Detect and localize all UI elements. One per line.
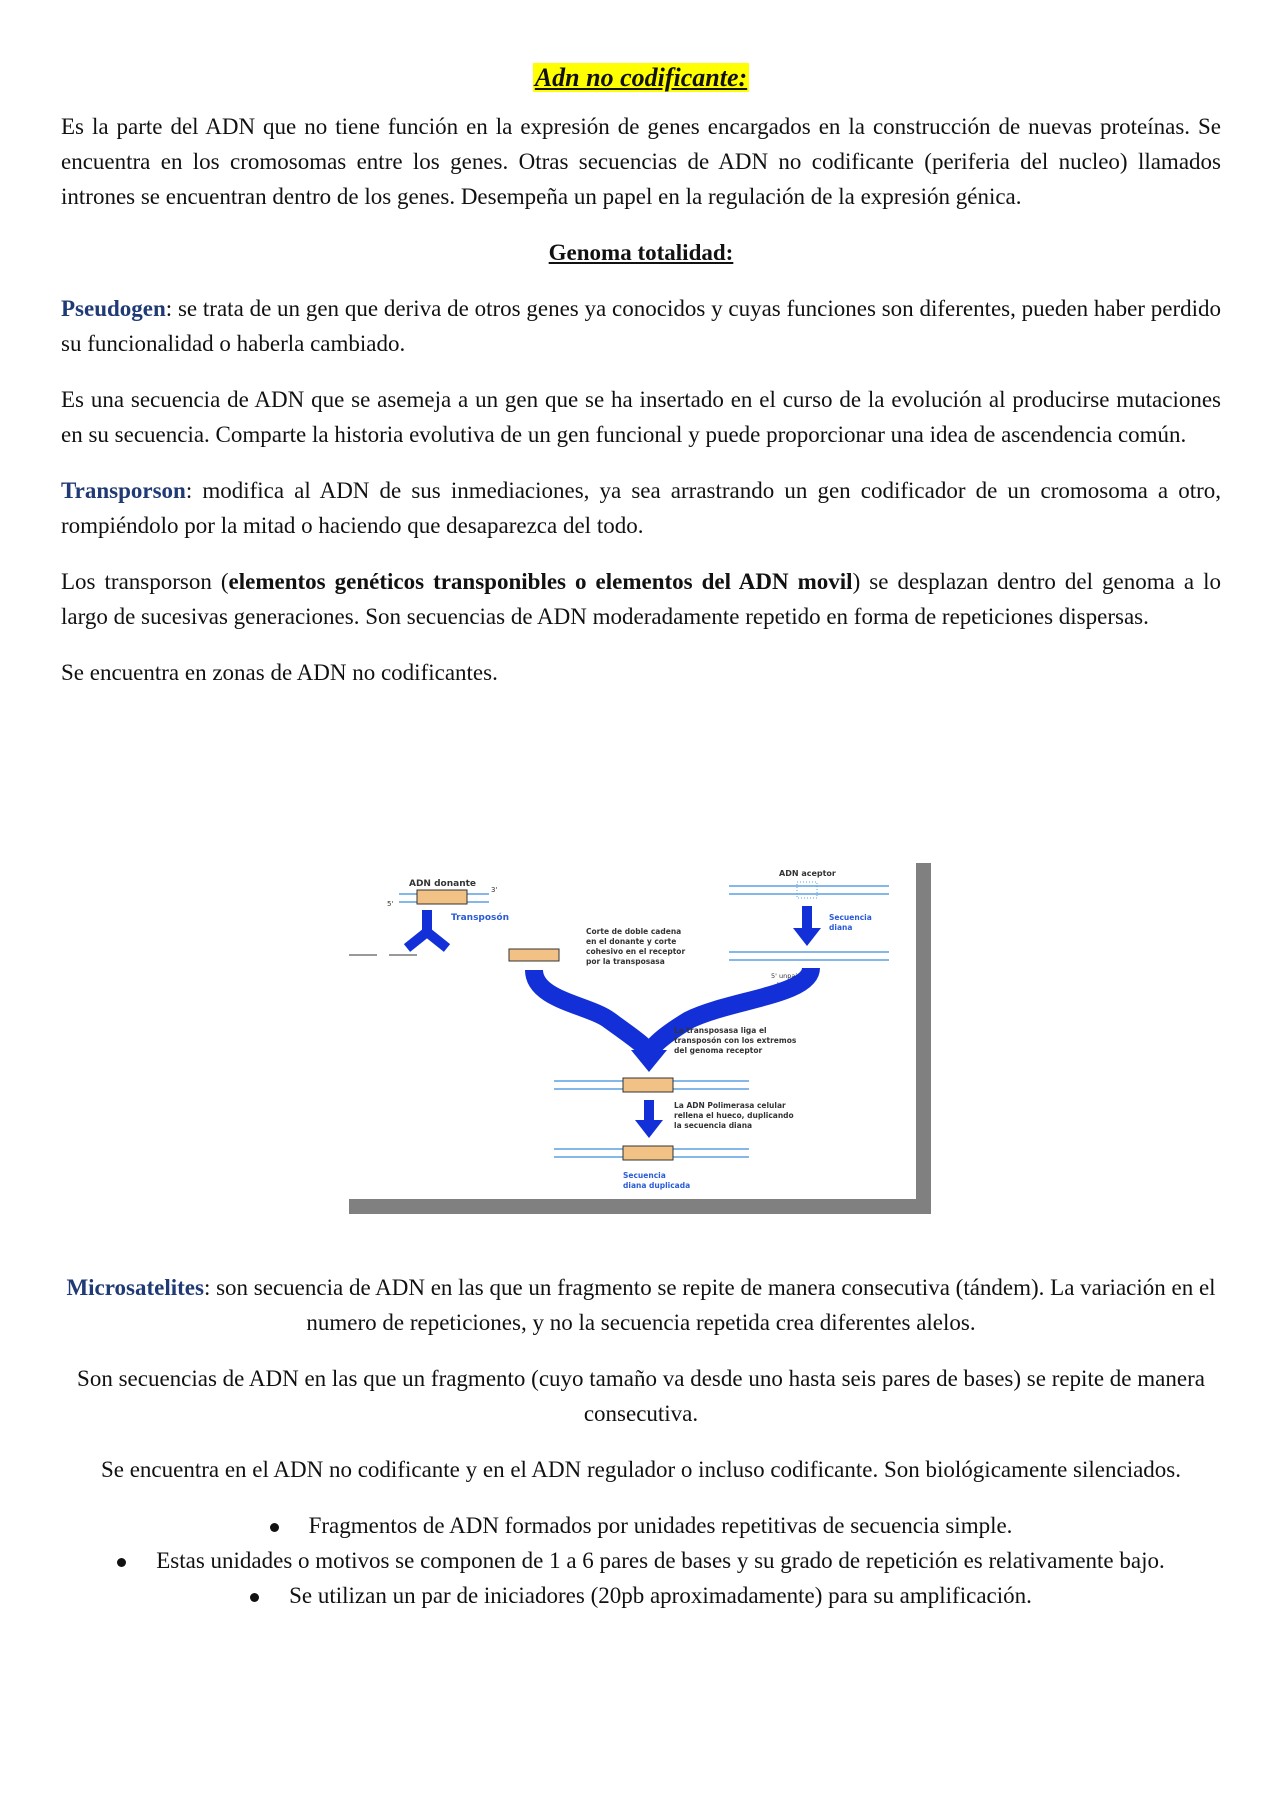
page-title: Adn no codificante: <box>532 63 750 92</box>
microsatellite-paragraph-2: Son secuencias de ADN en las que un frag… <box>77 1366 1205 1426</box>
microsatellite-paragraph: Microsatelites: son secuencia de ADN en … <box>66 1275 1216 1335</box>
list-item: Se utilizan un par de iniciadores (20pb … <box>61 1578 1221 1613</box>
figure-shadow-right <box>916 863 931 1213</box>
donor-3-label: 3' <box>491 886 497 894</box>
acceptor-target-site <box>796 881 818 899</box>
poly-text-2: rellena el hueco, duplicando <box>674 1111 794 1120</box>
acceptor-down-arrow-head <box>793 928 821 946</box>
transporson-term: Transporson <box>61 478 186 503</box>
dup-text-1: Secuencia <box>623 1171 666 1180</box>
microsatellite-section: Microsatelites: son secuencia de ADN en … <box>61 1270 1221 1613</box>
final-transposon <box>622 1145 674 1161</box>
target-label-2: diana <box>829 923 852 932</box>
target-label-1: Secuencia <box>829 913 872 922</box>
merge-arrow-right <box>640 965 820 1058</box>
section-subtitle: Genoma totalidad: <box>548 240 734 265</box>
poly-text-1: La ADN Polimerasa celular <box>674 1101 786 1110</box>
transposition-diagram: ADN donante 3' 5' Transposón Corte de do… <box>349 860 939 1217</box>
ligated-transposon <box>622 1077 674 1093</box>
pseudogen-paragraph-2: Es una secuencia de ADN que se asemeja a… <box>61 387 1221 447</box>
poly-text-3: la secuencia diana <box>674 1121 752 1130</box>
donor-label: ADN donante <box>409 879 476 889</box>
figure-shadow-bottom <box>349 1199 931 1214</box>
cut-text-1: Corte de doble cadena <box>586 927 681 936</box>
diagram-svg: ADN donante 3' 5' Transposón Corte de do… <box>349 860 931 1214</box>
transporson-paragraph-2: Los transporson (elementos genéticos tra… <box>61 569 1221 629</box>
intro-paragraph: Es la parte del ADN que no tiene función… <box>61 114 1221 209</box>
split-arrow <box>403 910 451 952</box>
acceptor-label: ADN aceptor <box>779 869 836 878</box>
bullet-icon <box>269 1523 279 1533</box>
donor-transposon <box>416 889 468 905</box>
transporson-paragraph-3: Se encuentra en zonas de ADN no codifica… <box>61 660 498 685</box>
ligase-text-2: transposón con los extremos <box>674 1036 797 1045</box>
fill-arrow-head <box>635 1120 663 1138</box>
transporson-paragraph: Transporson: modifica al ADN de sus inme… <box>61 478 1221 538</box>
merge-arrow-head <box>631 1050 667 1072</box>
microsatellite-term: Microsatelites <box>66 1275 204 1300</box>
donor-5-label: 5' <box>387 900 393 908</box>
bullet-list: Fragmentos de ADN formados por unidades … <box>61 1508 1221 1613</box>
list-item: Fragmentos de ADN formados por unidades … <box>61 1508 1221 1543</box>
cut-text-4: por la transposasa <box>586 957 665 966</box>
microsatellite-paragraph-3: Se encuentra en el ADN no codificante y … <box>100 1457 1182 1482</box>
transposon-label: Transposón <box>451 912 509 923</box>
bullet-icon <box>117 1558 127 1568</box>
cut-text-3: cohesivo en el receptor <box>586 947 685 956</box>
pseudogen-term: Pseudogen <box>61 296 166 321</box>
ligase-text-1: La transposasa liga el <box>674 1026 767 1035</box>
list-item: Estas unidades o motivos se componen de … <box>61 1543 1221 1578</box>
free-transposon <box>508 948 560 962</box>
cut-text-2: en el donante y corte <box>586 937 676 946</box>
bullet-icon <box>250 1593 260 1603</box>
dup-text-2: diana duplicada <box>623 1181 690 1190</box>
ligase-text-3: del genoma receptor <box>674 1046 762 1055</box>
document-page: Adn no codificante: Es la parte del ADN … <box>61 60 1221 690</box>
pseudogen-paragraph: Pseudogen: se trata de un gen que deriva… <box>61 296 1221 356</box>
unpaired-text-1: 5' unpaired <box>771 972 808 980</box>
